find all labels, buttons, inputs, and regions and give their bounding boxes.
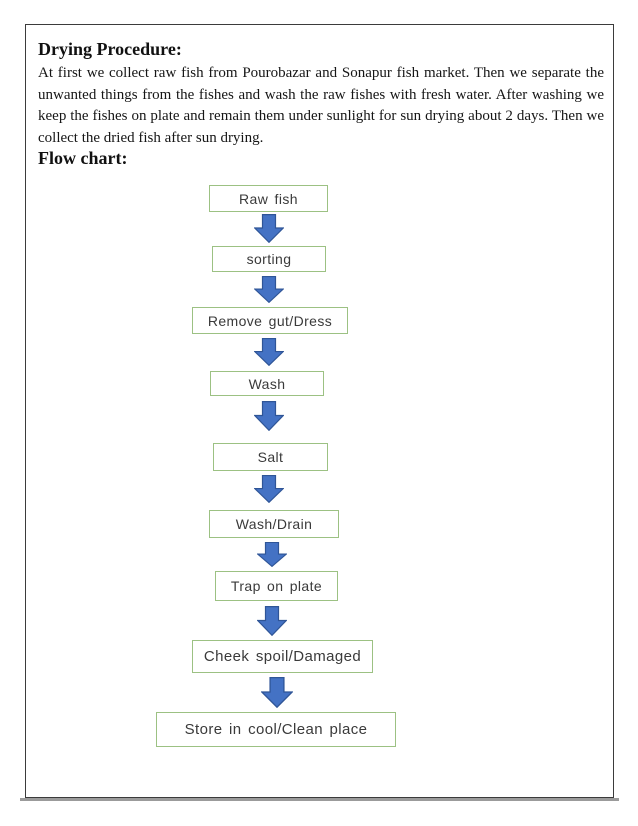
flow-step-wash-drain: Wash/Drain — [209, 510, 339, 538]
paragraph-line: At first we collect raw fish from Pourob… — [38, 65, 604, 81]
flow-step-label: Store in cool/Clean place — [184, 721, 368, 738]
flow-step-label: Raw fish — [239, 190, 298, 207]
down-arrow-shape — [254, 338, 284, 366]
down-arrow-shape — [254, 214, 284, 243]
down-arrow-shape — [257, 542, 287, 567]
down-arrow-shape — [261, 677, 293, 708]
flow-step-raw-fish: Raw fish — [209, 185, 328, 212]
flow-step-trap-on-plate: Trap on plate — [215, 571, 338, 601]
down-arrow-icon — [254, 338, 284, 366]
page-bottom-edge-line — [20, 798, 619, 801]
down-arrow-icon — [254, 401, 284, 431]
flow-step-label: sorting — [246, 251, 292, 267]
flow-step-sorting: sorting — [212, 246, 326, 272]
paragraph-line: unwanted things from the fishes and wash… — [38, 86, 604, 125]
flow-step-label: Cheek spoil/Damaged — [203, 648, 362, 665]
flow-step-label: Wash — [248, 375, 286, 392]
down-arrow-shape — [257, 606, 287, 636]
flow-step-label: Wash/Drain — [235, 516, 313, 532]
flow-step-remove-gut-dress: Remove gut/Dress — [192, 307, 348, 334]
down-arrow-icon — [257, 606, 287, 636]
flow-step-label: Trap on plate — [230, 578, 323, 594]
flow-chart-heading: Flow chart: — [38, 148, 128, 168]
flow-step-store-in-cool-clean-place: Store in cool/Clean place — [156, 712, 396, 747]
drying-procedure-heading: Drying Procedure: — [38, 39, 182, 59]
down-arrow-shape — [254, 276, 284, 303]
down-arrow-icon — [257, 542, 287, 567]
paragraph-line: the fishes on plate and remain them unde… — [38, 108, 605, 146]
flow-step-label: Salt — [257, 449, 284, 465]
paragraph-line: the dried fish after sun drying. — [81, 129, 264, 146]
flow-step-label: Remove gut/Dress — [207, 312, 333, 329]
down-arrow-icon — [254, 214, 284, 243]
flow-step-salt: Salt — [213, 443, 328, 471]
down-arrow-shape — [254, 401, 284, 431]
down-arrow-icon — [254, 475, 284, 503]
flow-step-wash: Wash — [210, 371, 324, 396]
down-arrow-icon — [254, 276, 284, 303]
down-arrow-shape — [254, 475, 284, 503]
procedure-paragraph: At first we collect raw fish from Pourob… — [38, 63, 604, 149]
flow-step-cheek-spoil-damaged: Cheek spoil/Damaged — [192, 640, 373, 673]
down-arrow-icon — [261, 677, 293, 708]
